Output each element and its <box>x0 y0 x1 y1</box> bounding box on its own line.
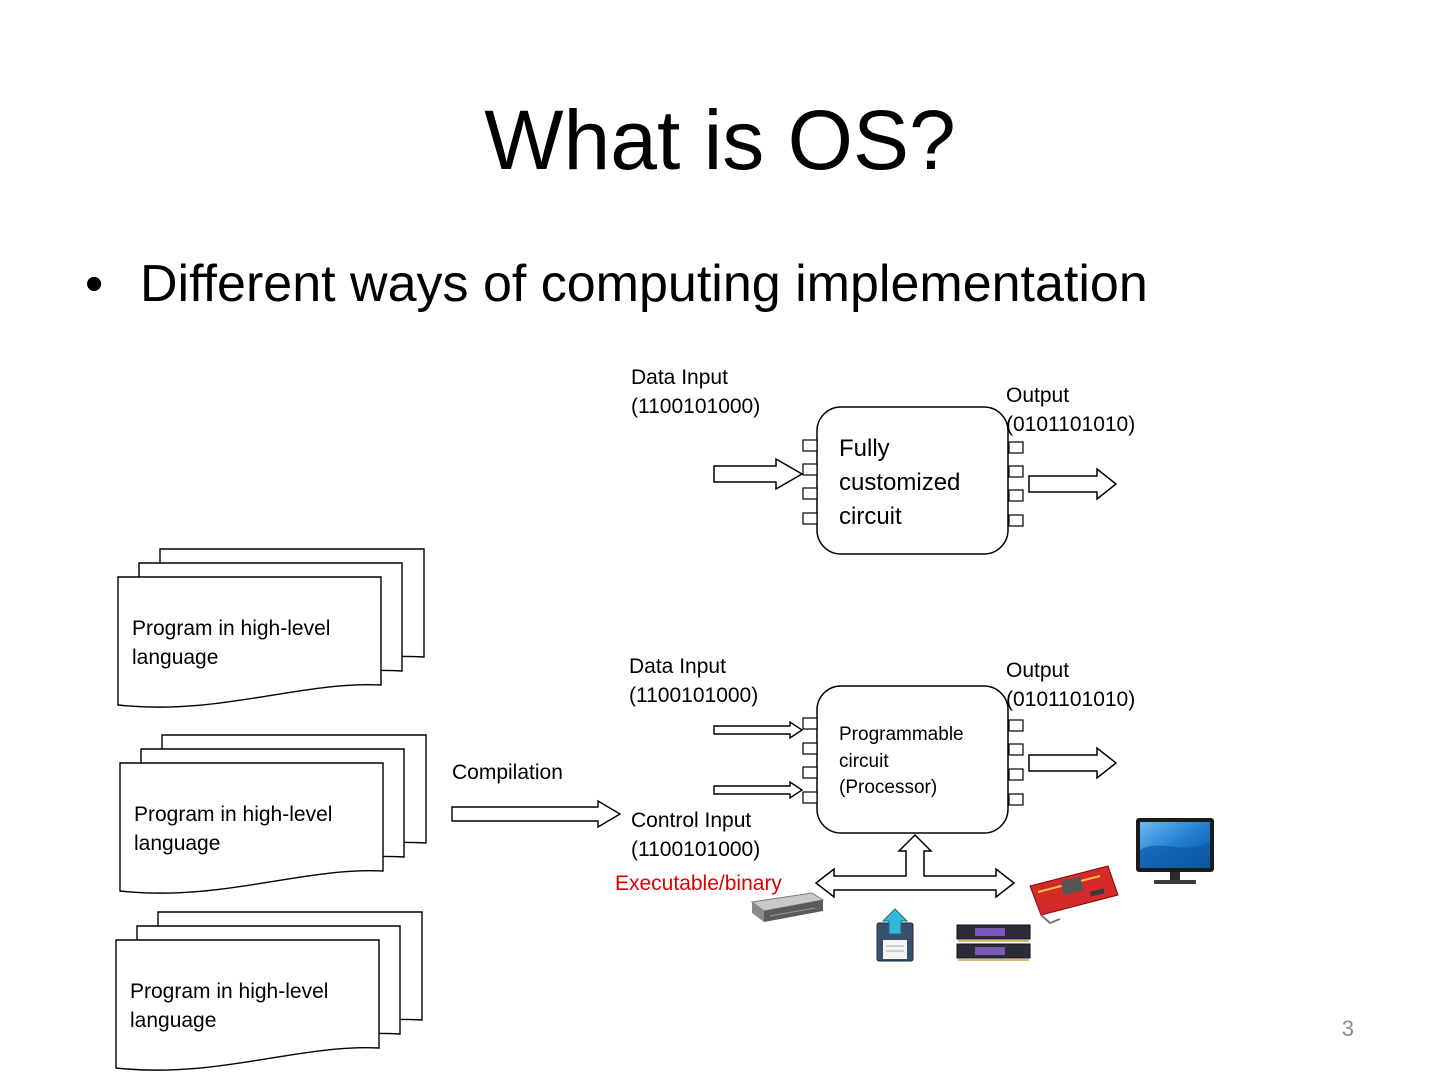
custom-circuit <box>713 406 1118 555</box>
data-input-arrow <box>713 720 804 740</box>
processor-box <box>816 685 1009 834</box>
program-stack-2 <box>119 734 427 894</box>
processor-label: Programmable circuit (Processor) <box>839 724 964 798</box>
program-2-label: Program in high-level language <box>134 803 333 855</box>
program-3-label: Program in high-level language <box>130 980 329 1032</box>
program-1-label: Program in high-level language <box>132 617 331 669</box>
programmable-circuit <box>713 685 1118 899</box>
bullet-text: Different ways of computing implementati… <box>140 255 1148 313</box>
page-number: 3 <box>1341 1016 1354 1041</box>
executable-binary-label: Executable/binary <box>615 872 782 895</box>
bullet-item: • Different ways of computing implementat… <box>85 252 1148 316</box>
program-stack-1 <box>117 548 425 708</box>
hard-drive-icon <box>750 892 825 922</box>
custom-circuit-box <box>816 406 1009 555</box>
custom-data-input-label: Data Input (1100101000) <box>631 366 761 418</box>
compilation-arrow <box>451 799 622 829</box>
graphics-card-icon <box>1029 865 1119 925</box>
bullet-dot: • <box>85 255 104 313</box>
memory-module-icon <box>956 924 1031 961</box>
custom-circuit-output-pins <box>1008 441 1024 527</box>
custom-circuit-label: Fully customized circuit <box>839 435 961 530</box>
floppy-disk-icon <box>876 908 914 962</box>
slide-title: What is OS? <box>484 93 956 187</box>
program-stack-3 <box>115 911 423 1071</box>
compilation-label: Compilation <box>452 761 563 784</box>
custom-input-arrow <box>713 457 804 491</box>
processor-data-input-label: Data Input (1100101000) <box>629 655 759 707</box>
control-input-label: Control Input (1100101000) <box>631 809 761 861</box>
monitor-icon <box>1136 818 1214 884</box>
processor-input-pins <box>802 717 818 804</box>
processor-output-arrow <box>1028 746 1118 780</box>
processor-output-pins <box>1008 719 1024 806</box>
custom-circuit-input-pins <box>802 439 818 525</box>
custom-output-label: Output (0101101010) <box>1006 384 1136 436</box>
custom-output-arrow <box>1028 467 1118 501</box>
bus-arrow <box>814 833 1016 899</box>
control-input-arrow <box>713 780 804 800</box>
processor-output-label: Output (0101101010) <box>1006 659 1136 711</box>
